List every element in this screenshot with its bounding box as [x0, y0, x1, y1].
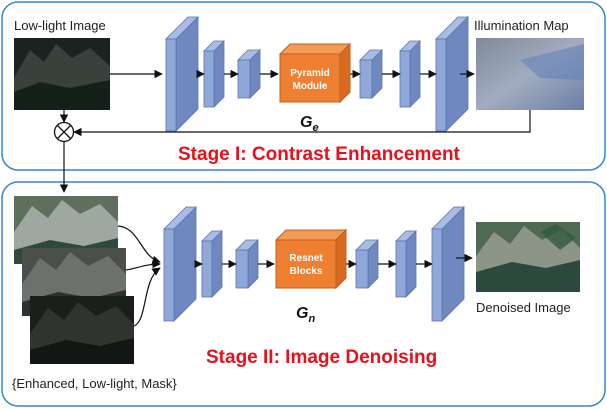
- illumination-map: [476, 38, 584, 110]
- resnet-blocks-module: Resnet Blocks: [274, 228, 348, 290]
- circled-times-icon: [53, 121, 75, 143]
- layer-gn-3: [235, 239, 259, 289]
- arrow-enhanced-to-gn: [117, 225, 161, 264]
- stage2-title: Stage II: Image Denoising: [206, 347, 437, 368]
- resnet-module-line2: Blocks: [290, 266, 323, 277]
- net-label-gn: Gn: [296, 305, 315, 325]
- pyramid-module-line1: Pyramid: [290, 68, 329, 79]
- stage2-output-label: Denoised Image: [476, 300, 571, 315]
- layer-ge-4: [359, 49, 383, 99]
- denoised-image: [476, 222, 580, 292]
- stage1-input-label: Low-light Image: [14, 18, 106, 33]
- denoising-network-gn: [163, 206, 465, 322]
- pyramid-module: Pyramid Module: [278, 42, 352, 104]
- net-label-ge: Ge: [300, 114, 319, 134]
- stage1-panel: [1, 1, 606, 171]
- layer-ge-6: [435, 16, 469, 132]
- stage1-output-label: Illumination Map: [474, 18, 569, 33]
- mask-image: [30, 296, 134, 364]
- resnet-module-line1: Resnet: [289, 253, 323, 264]
- layer-gn-2: [201, 230, 223, 298]
- arrow-mask-to-gn: [133, 267, 161, 327]
- stage2-input-label: {Enhanced, Low-light, Mask}: [12, 376, 177, 391]
- arrow-lowlight-to-gn: [125, 259, 161, 271]
- layer-ge-1: [165, 16, 199, 132]
- encoder-network-ge: [165, 16, 469, 132]
- layer-ge-2: [203, 40, 225, 108]
- stage1-title: Stage I: Contrast Enhancement: [178, 144, 461, 165]
- layer-ge-5: [399, 40, 421, 108]
- input-stack: [14, 196, 134, 364]
- pyramid-module-line2: Module: [293, 81, 328, 92]
- stage2-panel: [1, 181, 606, 407]
- low-light-image: [14, 38, 110, 110]
- arrow-map-feedback: [73, 110, 531, 137]
- layer-gn-4: [355, 239, 379, 289]
- layer-gn-1: [163, 206, 197, 322]
- layer-ge-3: [237, 49, 261, 99]
- layer-gn-5: [395, 230, 417, 298]
- layer-gn-6: [431, 206, 465, 322]
